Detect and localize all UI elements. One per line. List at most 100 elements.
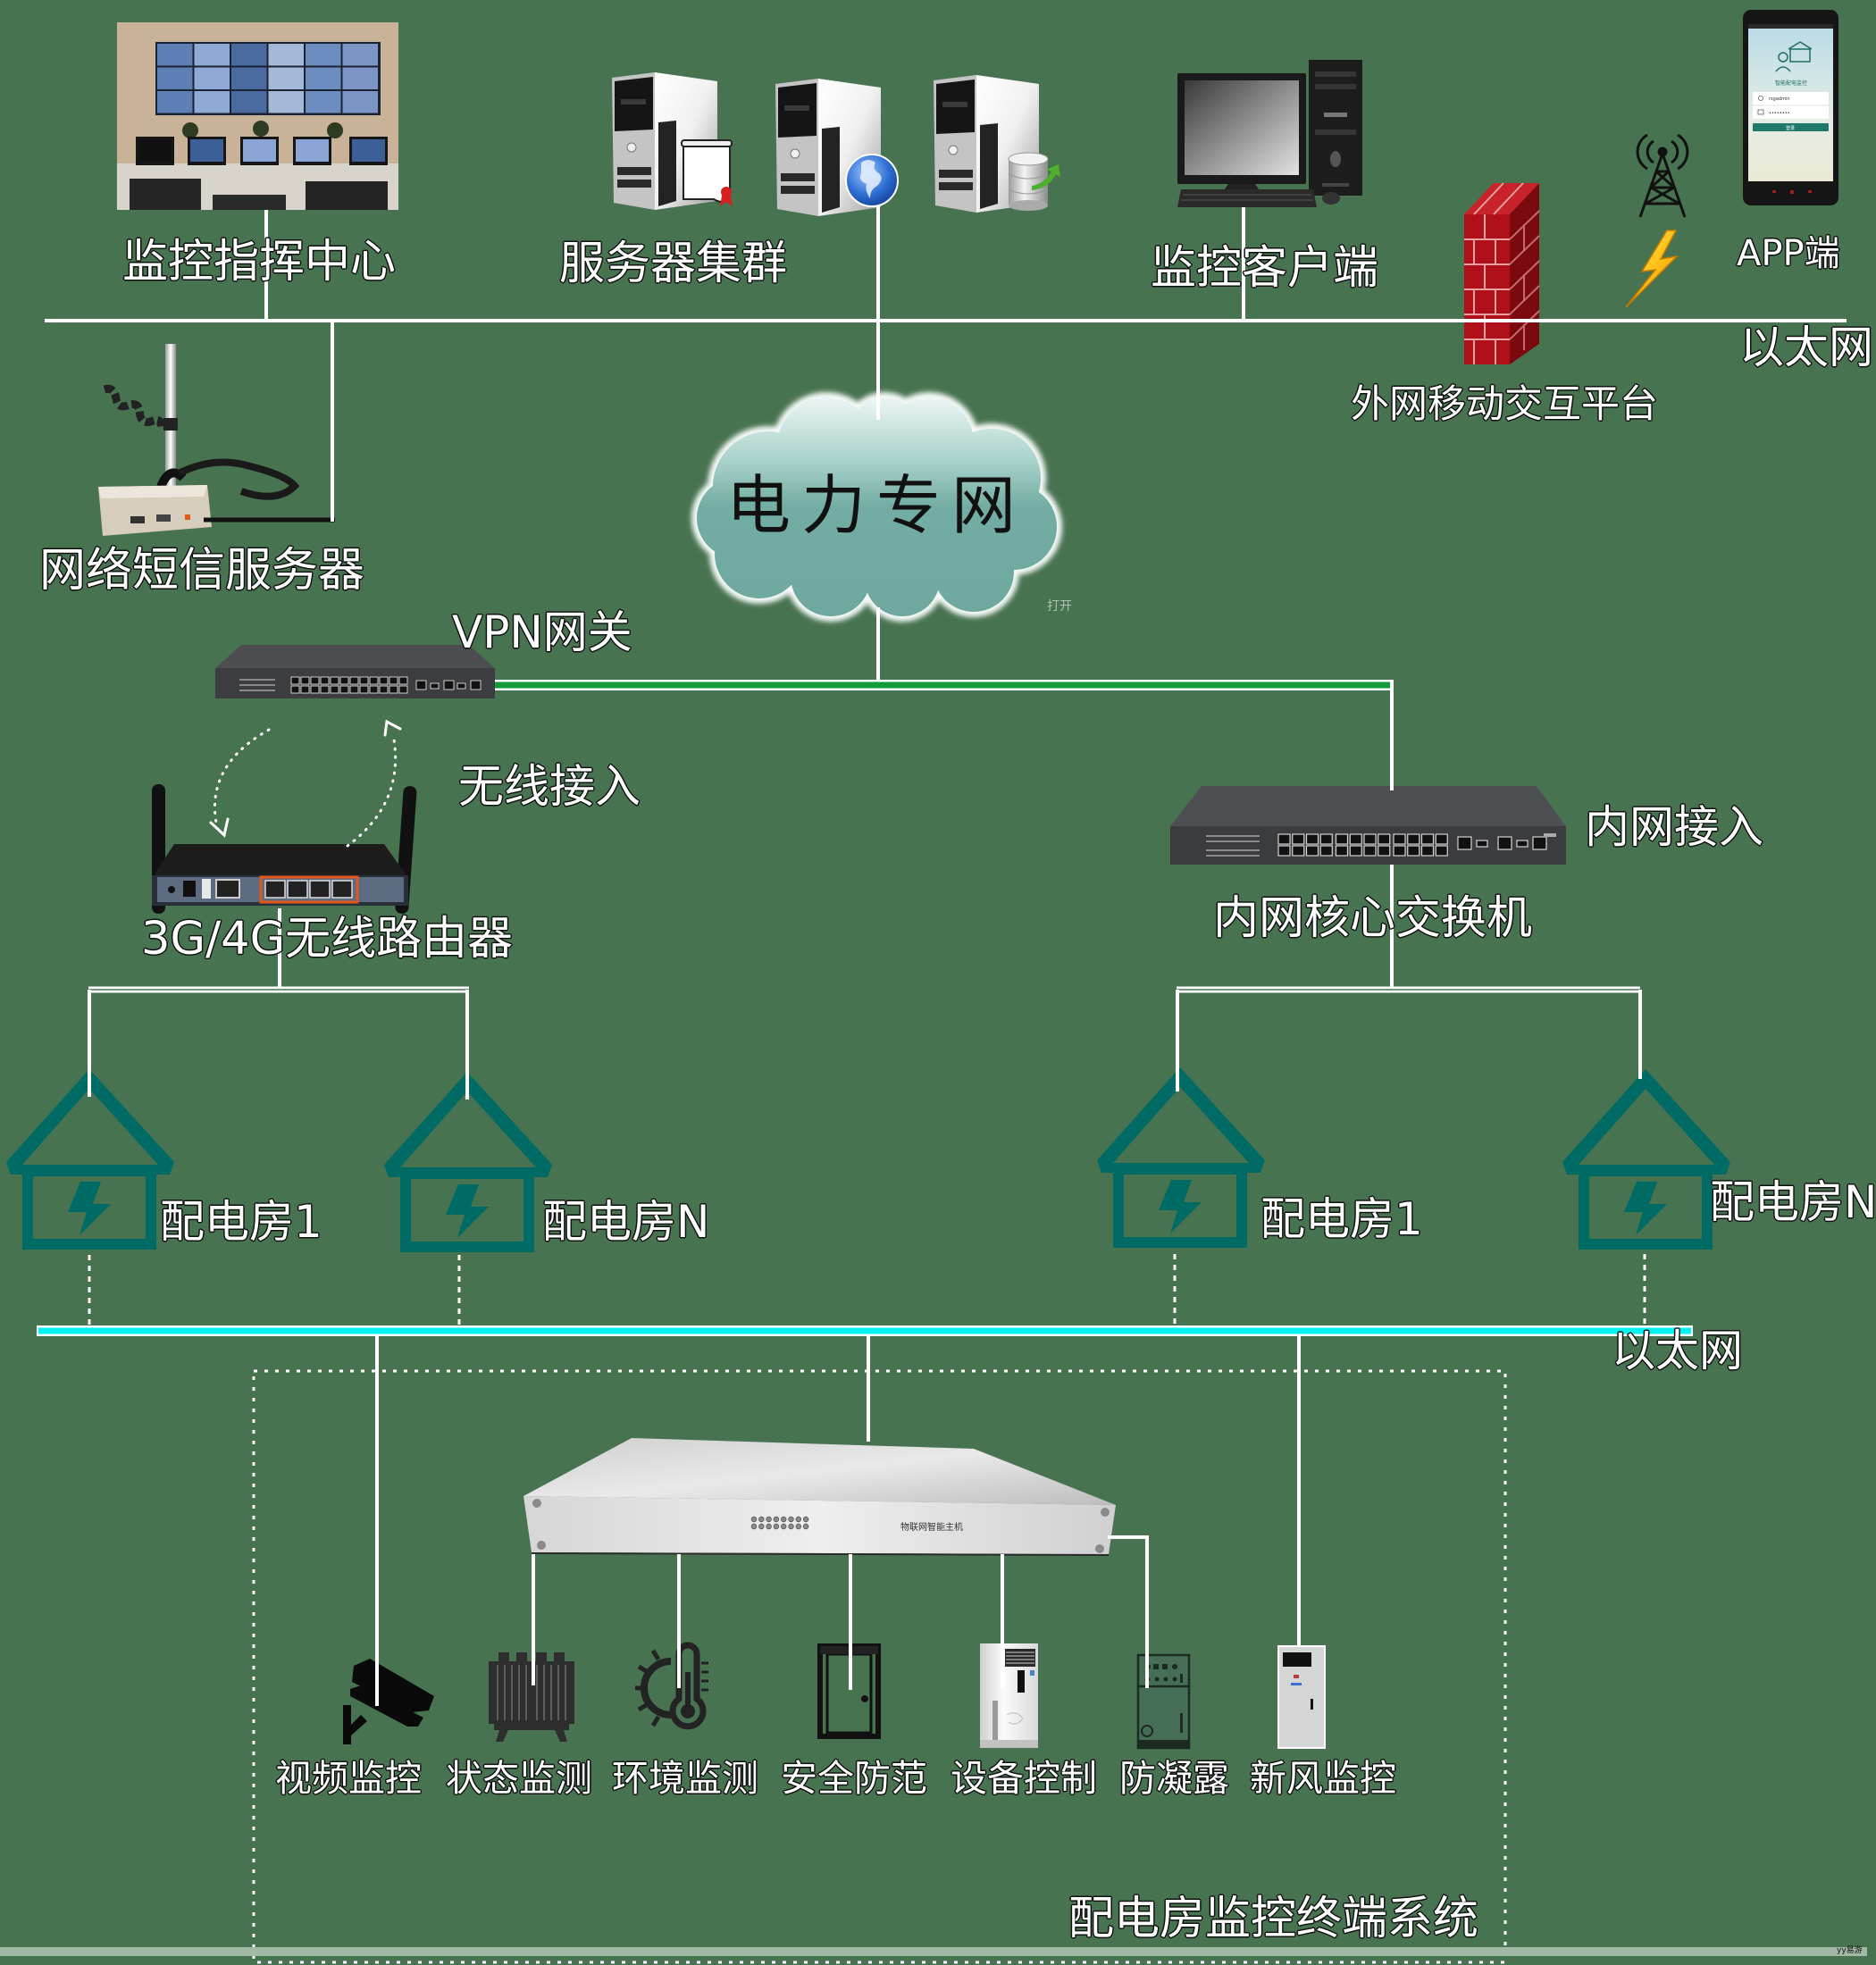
desk-monitors (136, 137, 388, 165)
globe-icon (845, 154, 899, 207)
firewall-icon (1464, 182, 1540, 364)
client-tower (1309, 60, 1362, 196)
indicator-led (750, 1523, 758, 1530)
router-label: 3G/4G无线路由器 (141, 913, 514, 966)
plant (182, 122, 198, 138)
switch-port (1277, 845, 1291, 857)
mouse (1322, 192, 1340, 205)
switch-port (1277, 833, 1291, 845)
username-field[interactable]: rsgadmin (1769, 96, 1790, 102)
plant (253, 121, 269, 137)
command-center-label: 监控指挥中心 (122, 236, 397, 288)
switch-port (1305, 845, 1319, 857)
indicator-led (773, 1516, 780, 1523)
app-logo-icon (1775, 41, 1813, 72)
link-dehumidifier (1108, 1535, 1149, 1688)
lightning-bolt-icon (1159, 1180, 1202, 1233)
switch-port (1319, 833, 1333, 845)
switch-port (1363, 845, 1377, 857)
switch-port (369, 676, 379, 685)
iot-host-label: 物联网智能主机 (900, 1523, 963, 1533)
uplink-port (1457, 836, 1472, 850)
camera-icon (343, 1659, 434, 1744)
indicator-led (795, 1516, 801, 1523)
air-conditioner-icon (980, 1643, 1038, 1748)
switch-port (398, 685, 408, 694)
indicator-led (802, 1523, 809, 1530)
switch-port (379, 676, 389, 685)
device-label-environment: 环境监测 (612, 1757, 758, 1800)
router-port-group (183, 879, 353, 899)
video-tile (157, 44, 193, 66)
client-screen (1185, 80, 1299, 175)
vpn-gateway-switch (215, 645, 495, 698)
indicator-led (773, 1523, 780, 1530)
video-tile (157, 91, 193, 113)
indicator-led (781, 1516, 787, 1523)
video-tile (342, 67, 378, 89)
switch-port (369, 685, 379, 694)
lan-port (287, 880, 308, 899)
switch-port (320, 685, 330, 694)
device-label-fresh-air: 新风监控 (1250, 1757, 1396, 1800)
switch-port (1335, 833, 1349, 845)
desktop-computer-icon (1177, 60, 1362, 207)
switch-port (1378, 833, 1391, 845)
indicator-led (781, 1523, 787, 1530)
video-tile (268, 44, 304, 66)
watermark: yy易游 (1837, 1946, 1863, 1955)
indicator-led (802, 1516, 809, 1523)
switch-port (398, 676, 408, 685)
antenna-rod (165, 344, 176, 489)
video-tile (268, 91, 304, 113)
core-switch-label: 内网核心交换机 (1213, 892, 1533, 945)
plant (327, 122, 343, 138)
sms-server-label: 网络短信服务器 (39, 544, 365, 598)
uplink-port (1476, 840, 1488, 848)
transformer-icon (489, 1652, 574, 1742)
login-button[interactable] (1753, 123, 1829, 131)
switch-port (359, 685, 369, 694)
switch-port (1349, 845, 1362, 857)
power-network-label: 电力专网 (726, 468, 1027, 543)
monitor-client-label: 监控客户端 (1151, 242, 1379, 295)
vpn-port-group (290, 676, 482, 694)
connector-lines (45, 205, 1847, 1706)
switch-port (1393, 845, 1406, 857)
device-label-equipment: 设备控制 (951, 1757, 1097, 1800)
artifact-text: 打开 (1047, 599, 1072, 614)
server-tower-1 (612, 72, 733, 210)
switch-port (310, 685, 320, 694)
switch-port (320, 676, 330, 685)
video-tile (157, 67, 193, 89)
video-tile (194, 67, 230, 89)
lock-icon (1757, 109, 1764, 115)
switch-port (1435, 845, 1448, 857)
sms-gateway-icon (98, 344, 335, 536)
login-button-label[interactable]: 登录 (1786, 125, 1795, 131)
video-tile (268, 67, 304, 89)
terminal-system-label: 配电房监控终端系统 (1068, 1893, 1479, 1945)
switch-port (1292, 845, 1305, 857)
keyboard (1177, 189, 1317, 207)
chair (213, 195, 286, 210)
distribution-room-house-icon (6, 1069, 174, 1250)
vpn-gateway-label: VPN网关 (452, 606, 632, 658)
switch-port (379, 685, 389, 694)
arrowhead (383, 719, 402, 737)
switch-port (1349, 833, 1362, 845)
user-icon (1758, 96, 1763, 101)
power-jack (183, 881, 196, 897)
switch-port (300, 685, 310, 694)
indicator-led (788, 1516, 794, 1523)
video-wall-tiles (157, 44, 378, 113)
indicator-led (750, 1516, 758, 1523)
switch-port (1407, 845, 1420, 857)
switch-port (389, 676, 398, 685)
lan-port (264, 880, 286, 899)
chair (306, 181, 388, 210)
password-field[interactable]: •••••••• (1769, 111, 1790, 116)
device-label-status: 状态监测 (446, 1757, 592, 1800)
room-label: 配电房N (1710, 1176, 1876, 1228)
